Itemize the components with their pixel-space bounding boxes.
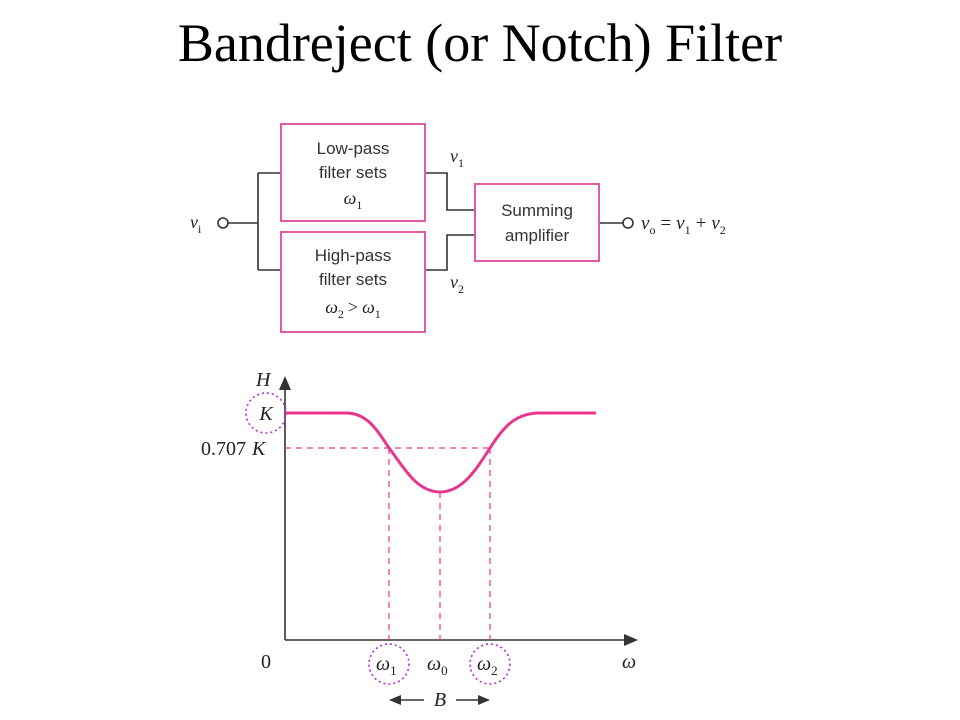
output-terminal: [622, 217, 634, 229]
summer-label-line2: amplifier: [505, 226, 570, 245]
y-axis-label: H: [255, 369, 272, 391]
lowpass-param: ω1: [344, 188, 363, 212]
y-axis-arrow: [279, 376, 291, 390]
bandwidth-arrow-left-head: [389, 695, 401, 705]
bandwidth-arrow: [389, 695, 490, 705]
v2-wire: [425, 234, 475, 271]
guide-lines: [285, 447, 491, 640]
x-axis-label: ω: [622, 651, 636, 673]
x-axis-arrow: [624, 634, 638, 646]
plot-axes: [279, 376, 638, 646]
highpass-block: [280, 231, 426, 333]
output-equation: vo=v1+v2: [641, 213, 726, 237]
lowpass-label-line1: Low-pass: [317, 139, 390, 158]
summer-label-line1: Summing: [501, 201, 573, 220]
w2-label: ω2: [477, 653, 498, 678]
k-highlight-circle: [245, 392, 287, 434]
bandwidth-arrow-right-head: [478, 695, 490, 705]
input-terminal: [217, 217, 229, 229]
w2-highlight-circle: [469, 643, 511, 685]
block-diagram: [228, 172, 623, 271]
v2-label: v2: [450, 272, 464, 296]
notch-response-curve: [285, 411, 596, 494]
k-label: K: [258, 403, 274, 425]
lowpass-block: [280, 123, 426, 222]
highpass-label-line1: High-pass: [315, 246, 392, 265]
w1-highlight-circle: [368, 643, 410, 685]
v1-wire: [425, 172, 475, 211]
origin-label: 0: [261, 651, 271, 673]
highpass-label-line2: filter sets: [319, 270, 387, 289]
lowpass-label-line2: filter sets: [319, 163, 387, 182]
w1-label: ω1: [376, 653, 397, 678]
bandwidth-label: B: [434, 689, 446, 711]
v1-label: v1: [450, 146, 464, 170]
page-title: Bandreject (or Notch) Filter: [177, 13, 783, 73]
input-label: vi: [190, 212, 202, 236]
w0-label: ω0: [427, 653, 448, 678]
highpass-param: ω2>ω1: [325, 297, 381, 321]
summing-block: [474, 183, 600, 262]
